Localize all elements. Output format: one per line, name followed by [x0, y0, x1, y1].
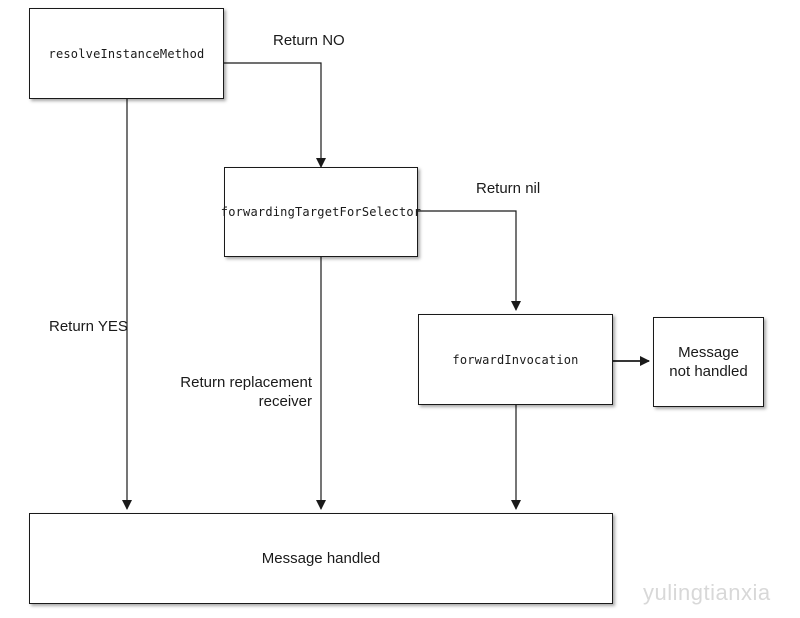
edge-label-return-replacement: Return replacement receiver — [180, 354, 312, 411]
node-resolve-instance-method: resolveInstanceMethod — [29, 8, 224, 99]
edge-label-return-yes-text: Return YES — [49, 318, 128, 335]
node-message-handled: Message handled — [29, 513, 613, 604]
watermark-text: yulingtianxia — [643, 580, 771, 605]
edge-label-return-yes: Return YES — [49, 317, 128, 336]
node-message-not-handled: Message not handled — [653, 317, 764, 407]
edge-label-return-no: Return NO — [273, 31, 345, 50]
node-forwarding-target-label: forwardingTargetForSelector — [220, 205, 422, 219]
node-message-not-handled-label: Message not handled — [669, 344, 748, 380]
edge-label-return-nil-text: Return nil — [476, 180, 541, 197]
node-forward-invocation: forwardInvocation — [418, 314, 613, 405]
edge-label-return-nil: Return nil — [476, 179, 540, 198]
node-forward-invocation-label: forwardInvocation — [452, 352, 579, 367]
edge-label-return-no-text: Return NO — [273, 32, 345, 49]
node-message-handled-label: Message handled — [261, 550, 381, 567]
node-forwarding-target-for-selector: forwardingTargetForSelector — [220, 167, 422, 257]
node-resolve-instance-method-label: resolveInstanceMethod — [48, 46, 205, 61]
arrow-return-nil — [418, 210, 521, 311]
edge-label-return-replacement-text: Return replacement receiver — [180, 374, 312, 410]
arrow-return-no — [224, 62, 326, 168]
